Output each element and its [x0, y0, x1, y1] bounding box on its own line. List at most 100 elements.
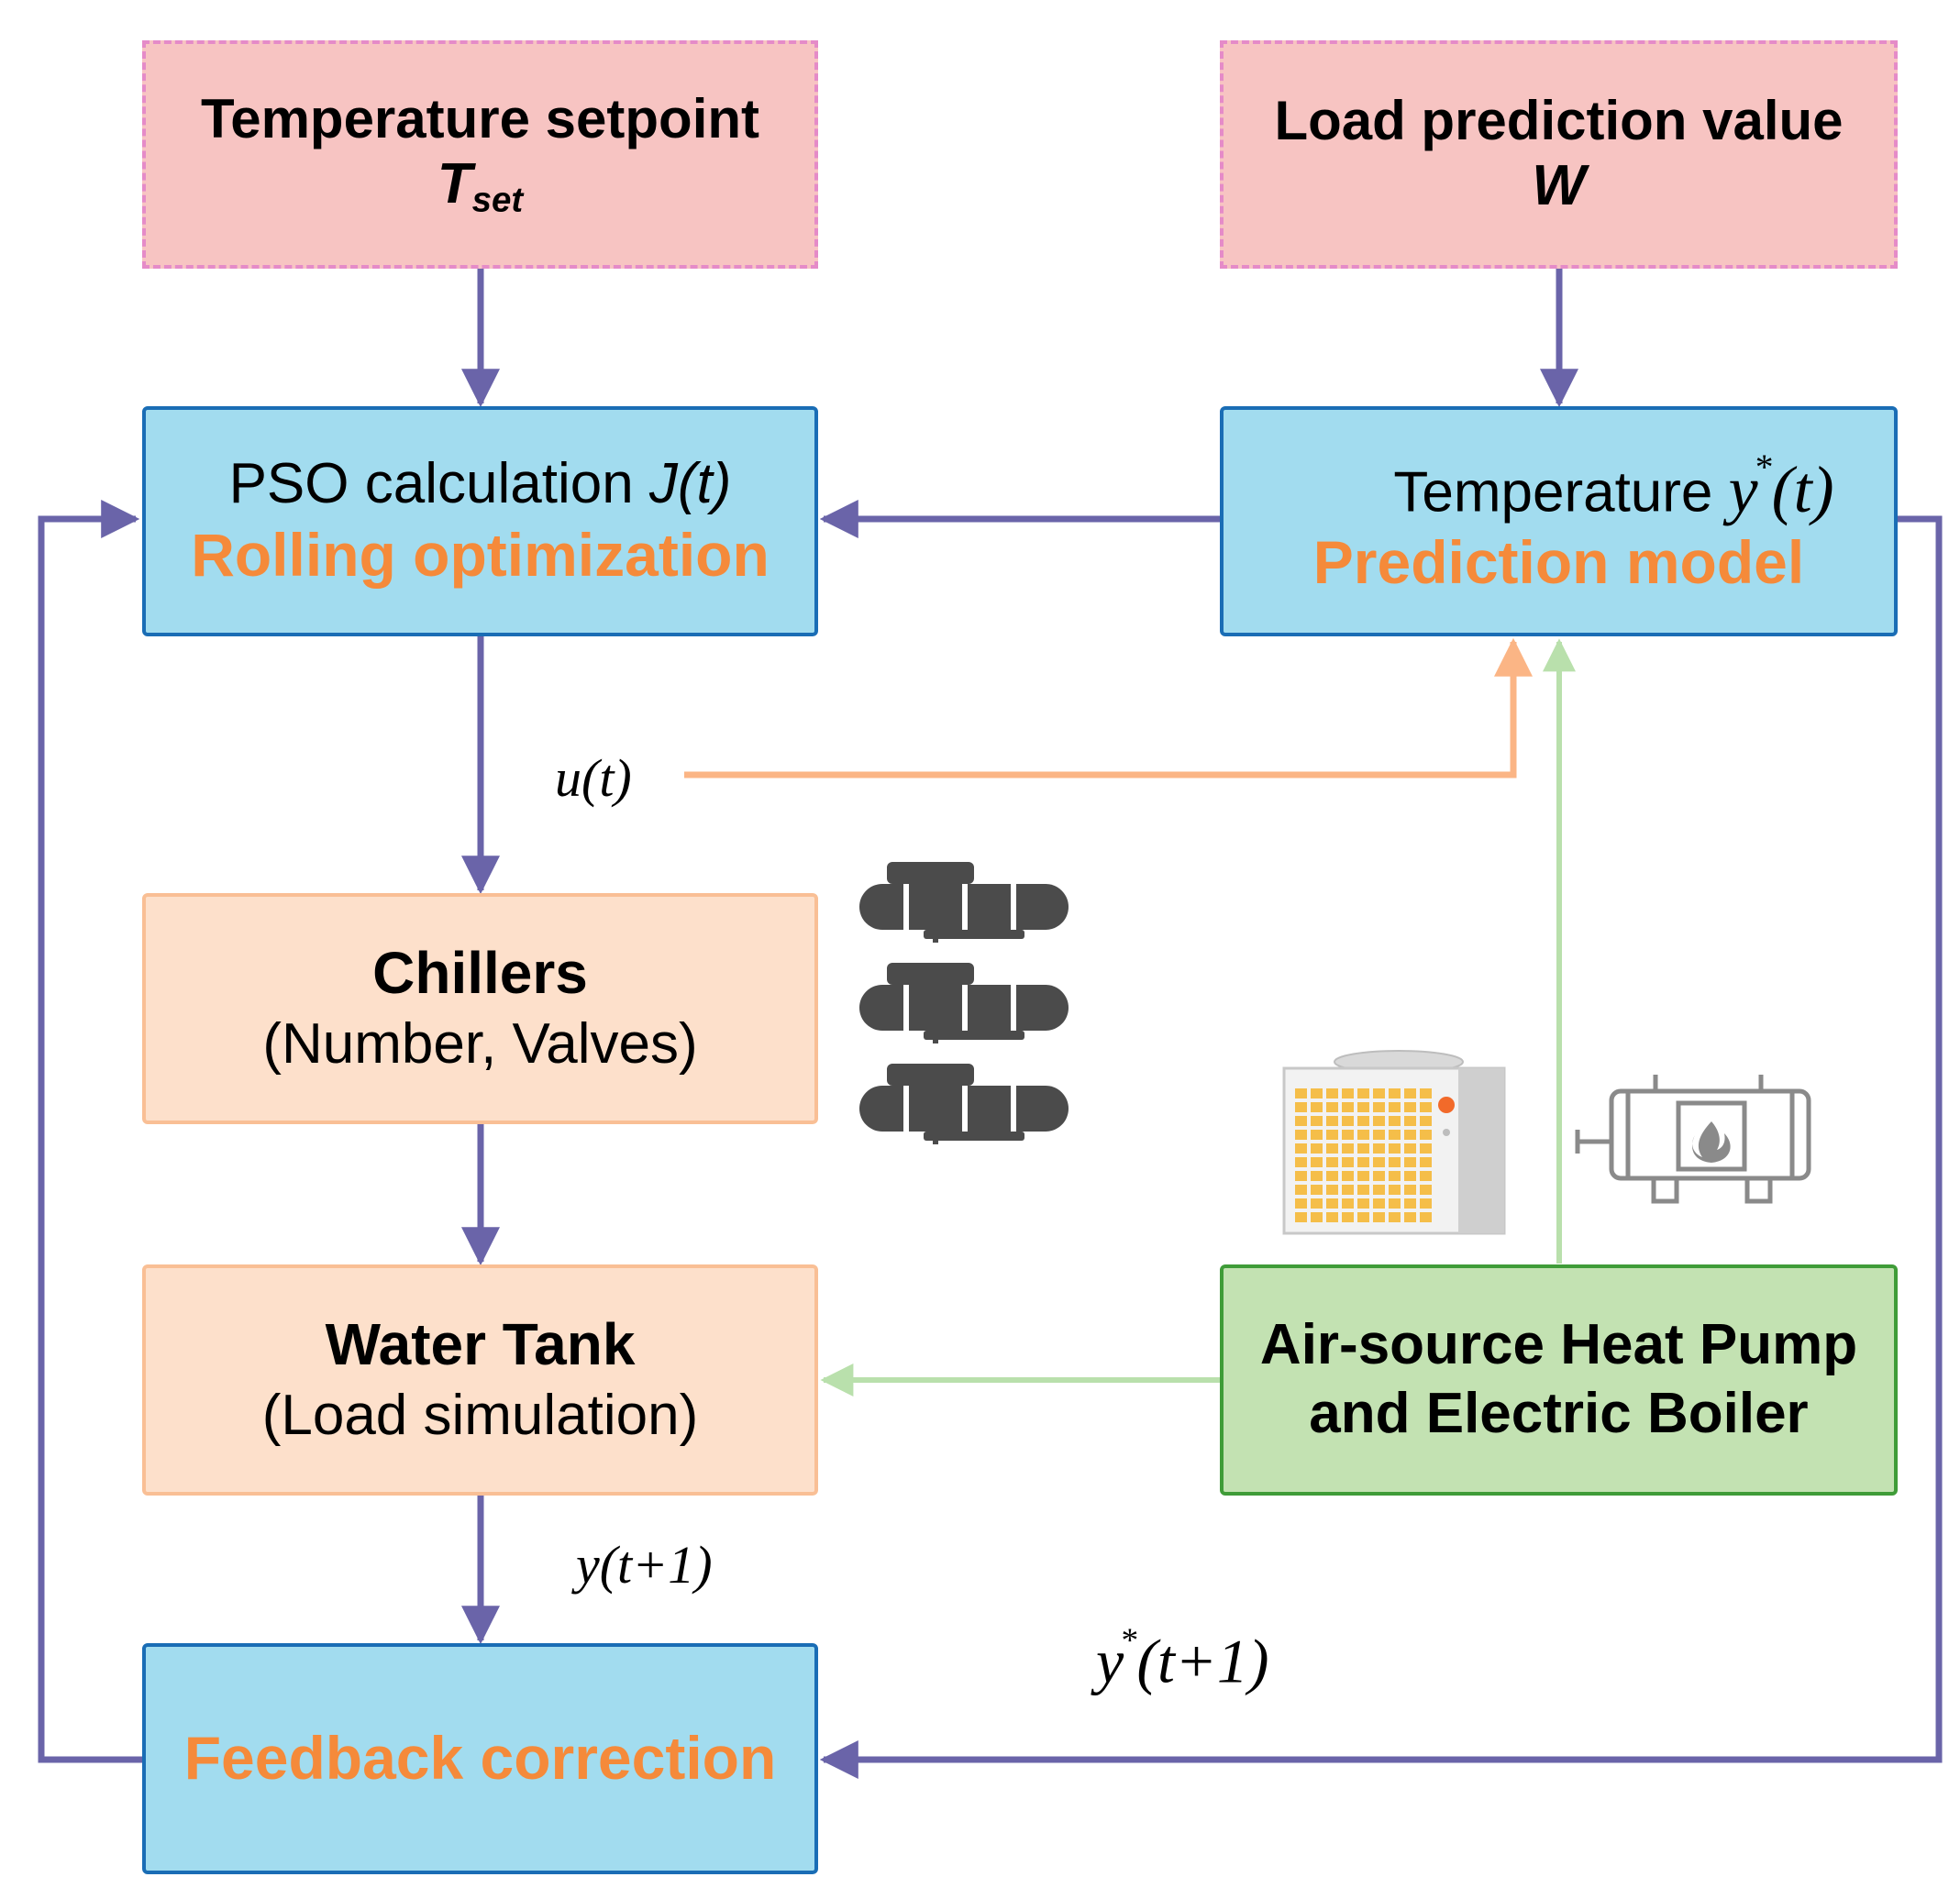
load-prediction-title: Load prediction value	[1274, 89, 1844, 151]
heat-pump-grille-cell	[1326, 1116, 1338, 1126]
heat-pump-grille-cell	[1357, 1212, 1369, 1222]
heat-pump-grille-cell	[1357, 1116, 1369, 1126]
heat-pump-grille-cell	[1373, 1088, 1385, 1099]
setpoint-symbol-subscript: set	[471, 180, 524, 220]
heat-pump-grille-cell	[1389, 1212, 1401, 1222]
heat-pump-grille-cell	[1420, 1171, 1432, 1181]
heat-pump-grille-cell	[1326, 1130, 1338, 1140]
temperature-text: Temperature	[1393, 460, 1729, 524]
heat-pump-grille-cell	[1342, 1088, 1354, 1099]
heat-pump-grille-cell	[1420, 1088, 1432, 1099]
prediction-model-box: Temperature y*(t) Prediction model	[1220, 406, 1898, 636]
heat-pump-grille-cell	[1295, 1130, 1307, 1140]
heat-pump-grille-cell	[1404, 1143, 1416, 1154]
heat-pump-grille-cell	[1357, 1102, 1369, 1112]
heat-pump-grille-cell	[1342, 1171, 1354, 1181]
heat-pump-grille-cell	[1357, 1130, 1369, 1140]
arrow-feedback-loop-to-pso	[38, 500, 142, 1763]
heat-pump-grille-cell	[1295, 1088, 1307, 1099]
heat-pump-grille-cell	[1326, 1212, 1338, 1222]
heat-pump-grille-cell	[1420, 1157, 1432, 1167]
heat-pump-grille-cell	[1404, 1130, 1416, 1140]
y-star-next-sup: *	[1119, 1622, 1137, 1660]
heat-pump-grille-cell	[1326, 1102, 1338, 1112]
heat-pump-grille-cell	[1326, 1157, 1338, 1167]
y-star-arg: (t)	[1771, 452, 1834, 526]
heat-pump-grille-cell	[1295, 1143, 1307, 1154]
heat-pump-grille-cell	[1420, 1116, 1432, 1126]
heat-pump-grille-cell	[1389, 1130, 1401, 1140]
load-prediction-symbol: W	[1532, 154, 1586, 218]
heat-pump-grille-cell	[1342, 1116, 1354, 1126]
heat-pump-grille-cell	[1311, 1171, 1323, 1181]
heat-pump-grille-cell	[1342, 1198, 1354, 1209]
chiller-icon	[859, 1064, 1069, 1144]
pso-calculation-label: PSO calculation J(t)	[228, 452, 732, 516]
heat-pump-grille-cell	[1373, 1198, 1385, 1209]
heat-pump-grille-cell	[1389, 1171, 1401, 1181]
y-t-plus-1-signal-label: y(t+1)	[576, 1535, 713, 1595]
heat-pump-grille-cell	[1326, 1171, 1338, 1181]
chiller-icon	[859, 862, 1069, 943]
heat-pump-grille-cell	[1404, 1185, 1416, 1195]
y-star-t-math: y*(t)	[1729, 447, 1834, 526]
heat-pump-grille-cell	[1295, 1185, 1307, 1195]
heat-pump-grille-cell	[1295, 1116, 1307, 1126]
heat-pump-grille-cell	[1389, 1185, 1401, 1195]
y-star-t-plus-1-signal-label: y*(t+1)	[1096, 1621, 1268, 1698]
electric-boiler-label: and Electric Boiler	[1309, 1382, 1809, 1445]
rolling-optimization-label: Rolling optimization	[191, 521, 770, 590]
water-tank-box: Water Tank (Load simulation)	[142, 1264, 818, 1496]
heat-pump-grille-cell	[1373, 1143, 1385, 1154]
heat-pump-grille-cell	[1404, 1102, 1416, 1112]
electric-boiler-icon	[1575, 1075, 1811, 1204]
feedback-correction-box: Feedback correction	[142, 1643, 818, 1874]
heat-pump-grille-cell	[1373, 1185, 1385, 1195]
heat-pump-grille-cell	[1420, 1102, 1432, 1112]
heat-pump-grille-cell	[1404, 1171, 1416, 1181]
heat-pump-grille-cell	[1420, 1198, 1432, 1209]
temperature-setpoint-symbol: Tset	[437, 153, 524, 220]
pso-calculation-text: PSO calculation	[228, 452, 649, 516]
chillers-box: Chillers (Number, Valves)	[142, 893, 818, 1124]
heat-pump-grille-cell	[1295, 1198, 1307, 1209]
heat-pump-grille-cell	[1311, 1185, 1323, 1195]
heat-pump-grille-cell	[1311, 1157, 1323, 1167]
heat-pump-grille-cell	[1404, 1157, 1416, 1167]
heat-pump-grille-cell	[1311, 1088, 1323, 1099]
heat-pump-grille-cell	[1373, 1102, 1385, 1112]
heat-pump-grille-cell	[1342, 1212, 1354, 1222]
heat-pump-grille-cell	[1342, 1143, 1354, 1154]
heat-pump-grille-cell	[1342, 1102, 1354, 1112]
heat-pump-grille-cell	[1357, 1198, 1369, 1209]
chiller-icon	[859, 963, 1069, 1043]
pso-objective-math: J(t)	[648, 452, 732, 516]
pso-rolling-optimization-box: PSO calculation J(t) Rolling optimizatio…	[142, 406, 818, 636]
u-t-signal-label: u(t)	[555, 748, 632, 808]
heat-pump-grille-cell	[1326, 1198, 1338, 1209]
y-star-next-arg: (t+1)	[1136, 1626, 1269, 1696]
heat-pump-grille-cell	[1311, 1130, 1323, 1140]
heat-pump-grille-cell	[1404, 1198, 1416, 1209]
feedback-correction-label: Feedback correction	[183, 1724, 777, 1793]
heat-pump-grille-cell	[1357, 1171, 1369, 1181]
heat-pump-label: Air-source Heat Pump	[1259, 1313, 1858, 1377]
heat-pump-grille-cell	[1326, 1143, 1338, 1154]
heat-pump-grille-cell	[1389, 1088, 1401, 1099]
arrow-u-to-model	[684, 637, 1533, 778]
heat-pump-grille-cell	[1311, 1102, 1323, 1112]
heat-pump-grille-cell	[1326, 1088, 1338, 1099]
water-tank-subtitle: (Load simulation)	[261, 1384, 699, 1448]
temperature-prediction-label: Temperature y*(t)	[1283, 447, 1833, 525]
heat-pump-grille-cell	[1295, 1212, 1307, 1222]
heat-pump-grille-cell	[1357, 1157, 1369, 1167]
heat-pump-grille-cell	[1295, 1171, 1307, 1181]
heat-pump-grille-cell	[1373, 1116, 1385, 1126]
chillers-subtitle: (Number, Valves)	[262, 1012, 698, 1076]
heat-pump-grille-cell	[1389, 1157, 1401, 1167]
heat-pump-grille-cell	[1420, 1212, 1432, 1222]
heat-pump-grille-cell	[1389, 1198, 1401, 1209]
heat-pump-grille-cell	[1311, 1116, 1323, 1126]
heat-pump-grille-cell	[1342, 1130, 1354, 1140]
temperature-setpoint-title: Temperature setpoint	[201, 87, 759, 149]
